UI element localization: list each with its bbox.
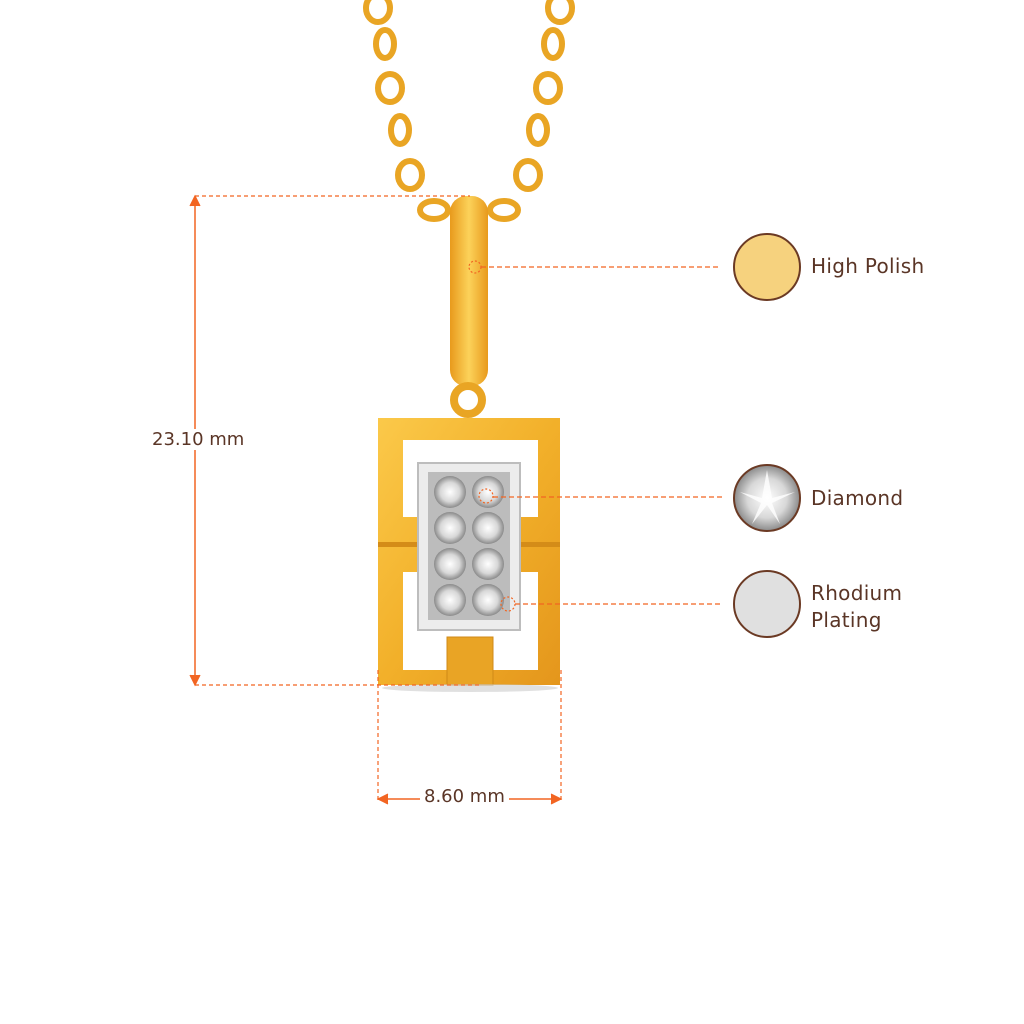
legend-label-rhodium-line1: Rhodium bbox=[811, 581, 903, 605]
diamond-setting bbox=[417, 462, 521, 631]
bail bbox=[450, 196, 488, 386]
legend-label-rhodium-line2: Plating bbox=[811, 608, 882, 632]
legend-label-diamond: Diamond bbox=[811, 486, 904, 510]
rhodium-plating-swatch bbox=[733, 570, 801, 638]
jump-ring bbox=[450, 382, 486, 418]
high-polish-swatch bbox=[733, 233, 801, 301]
diamond-swatch bbox=[733, 464, 801, 532]
legend-label-high-polish: High Polish bbox=[811, 254, 925, 278]
height-dimension-label: 23.10 mm bbox=[148, 429, 249, 450]
chain bbox=[363, 0, 575, 222]
width-dimension-label: 8.60 mm bbox=[420, 786, 509, 807]
legend-label-rhodium-plating: Rhodium Plating bbox=[811, 580, 902, 634]
